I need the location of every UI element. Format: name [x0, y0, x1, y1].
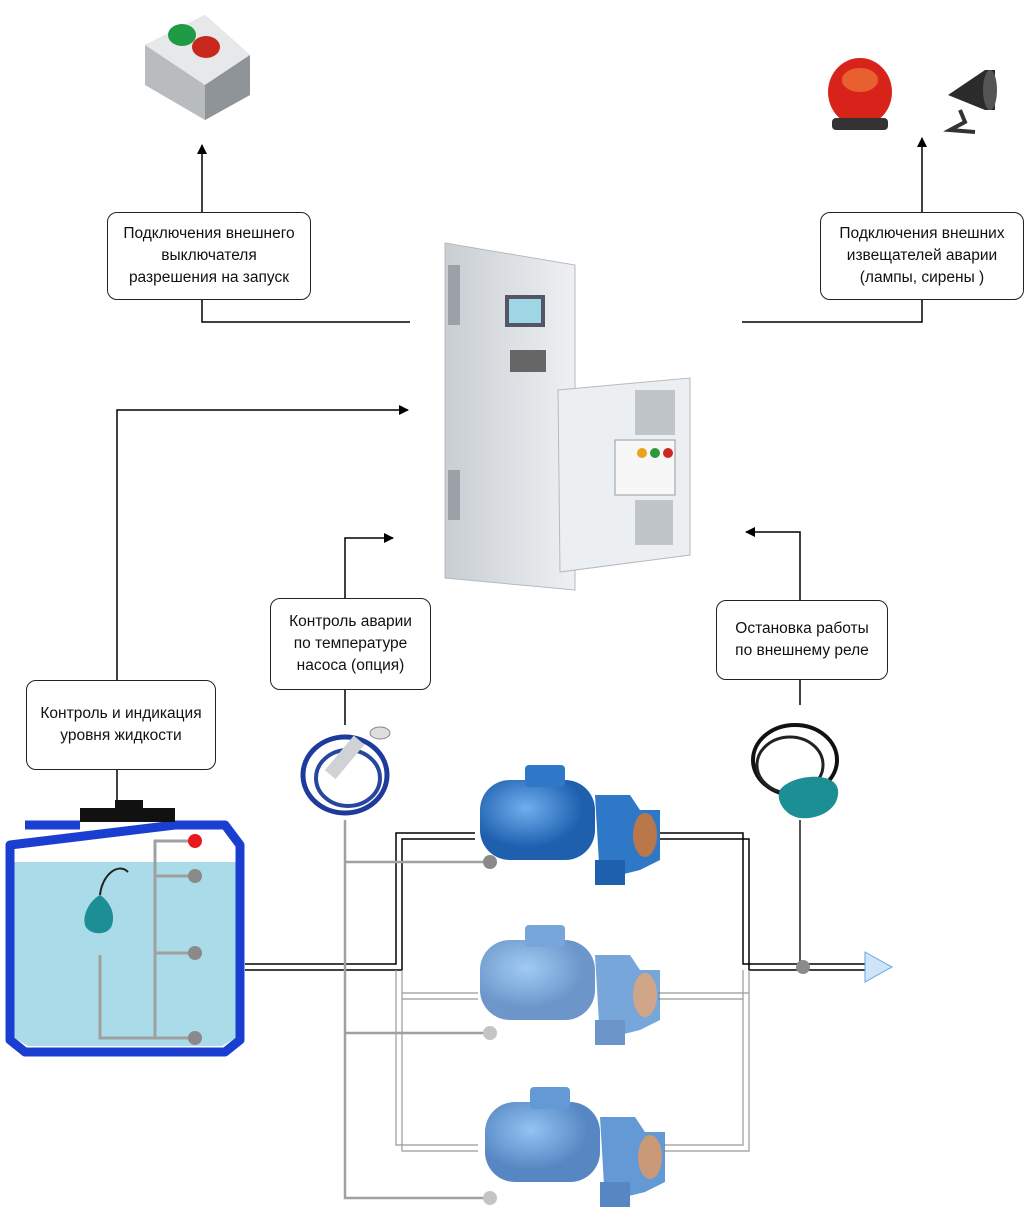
- pump-2-icon: [480, 925, 660, 1045]
- outlet-arrow-icon: [864, 951, 894, 983]
- pump-3-icon: [485, 1087, 665, 1207]
- label-temperature-control: Контроль аварии по температуре насоса (о…: [270, 598, 431, 690]
- siren-icon: [943, 70, 997, 134]
- start-button-box-icon: [145, 15, 250, 120]
- label-alarm-devices: Подключения внешних извещателей аварии (…: [820, 212, 1024, 300]
- temperature-sensor-icon: [300, 726, 391, 816]
- alarm-lamp-icon: [828, 58, 892, 130]
- label-start-switch: Подключения внешнего выключателя разреше…: [107, 212, 311, 300]
- signal-lines: [116, 137, 927, 820]
- label-text: Подключения внешнего выключателя разреше…: [123, 225, 295, 286]
- control-cabinet-icon: [444, 242, 691, 591]
- label-level-control: Контроль и индикация уровня жидкости: [26, 680, 216, 770]
- label-text: Контроль и индикация уровня жидкости: [40, 705, 202, 744]
- pump-1-icon: [480, 765, 660, 885]
- tank-icon: [5, 800, 245, 1057]
- float-switch-icon: [751, 723, 839, 819]
- label-text: Подключения внешних извещателей аварии (…: [839, 225, 1005, 286]
- label-external-relay: Остановка работы по внешнему реле: [716, 600, 888, 680]
- label-text: Контроль аварии по температуре насоса (о…: [289, 613, 412, 674]
- label-text: Остановка работы по внешнему реле: [735, 620, 869, 659]
